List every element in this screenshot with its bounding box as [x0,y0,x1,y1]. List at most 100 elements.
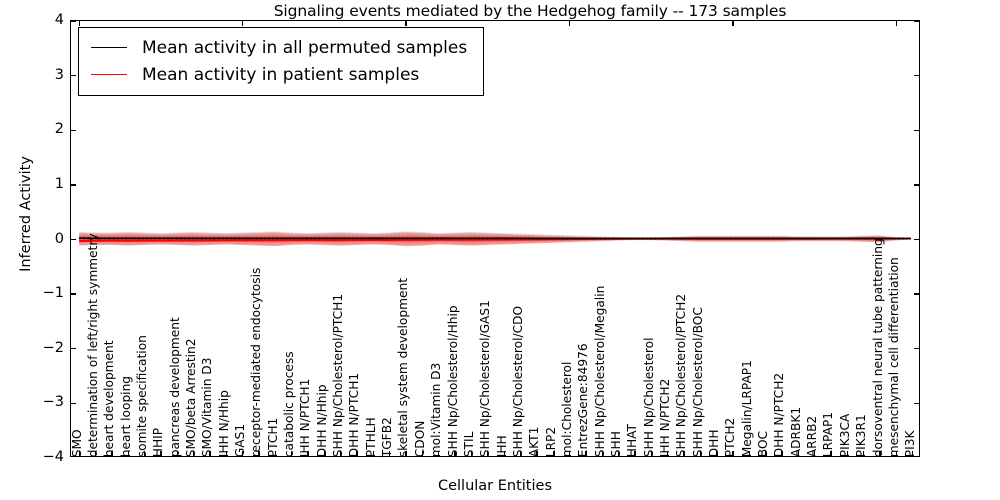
x-tick-mark [78,451,80,456]
y-tick-mark [71,402,76,405]
x-tick-mark [340,451,342,456]
x-tick-label: TGFB2 [379,416,394,457]
x-tick-mark [225,451,227,456]
x-tick-mark [814,451,816,456]
x-tick-mark [454,451,456,456]
x-tick-mark [372,451,375,456]
x-tick-label: DHH N/PTCH1 [347,372,362,457]
y-tick-label: 1 [54,175,64,192]
x-tick-label: PI3K [903,430,918,457]
x-tick-label: IHH N/PTCH2 [657,378,672,457]
x-tick-mark-top [241,21,244,26]
x-tick-mark [291,451,293,456]
x-tick-mark [617,451,620,456]
x-tick-label: SHH Np/Cholesterol/CDO [510,305,525,457]
x-tick-mark [552,451,554,456]
y-tick-mark [71,129,76,131]
x-tick-label: SHH Np/Cholesterol [641,337,656,457]
legend-line-swatch [91,74,127,75]
x-tick-mark [797,451,800,456]
y-tick-mark [71,348,76,350]
y-tick-mark [914,74,919,77]
y-tick-mark [914,21,919,22]
x-tick-mark [356,451,358,456]
x-tick-mark [209,451,211,456]
x-tick-mark [650,451,652,456]
y-tick-mark [914,129,919,131]
x-tick-label: STIL [461,431,476,457]
x-tick-label: PTCH1 [265,417,280,457]
x-axis-label: Cellular Entities [437,478,553,494]
y-tick-mark [71,184,76,186]
x-tick-label: EntrezGene:84976 [576,343,591,457]
x-tick-label: DHH N/PTCH2 [772,372,787,457]
x-tick-mark [127,451,129,456]
x-tick-label: SHH [608,430,623,457]
x-tick-label: SHH Np/Cholesterol/GAS1 [478,299,493,457]
x-tick-mark-top [732,21,734,26]
x-tick-label: LRP2 [543,426,558,457]
x-tick-label: LRPAP1 [821,411,836,457]
x-tick-label: SHH Np/Cholesterol/Hhip [445,305,460,457]
x-tick-label: catabolic process [281,351,296,457]
x-tick-mark [94,451,97,456]
x-tick-mark [568,451,571,456]
x-tick-mark [470,451,473,456]
x-tick-mark [765,451,767,456]
y-tick-mark [914,293,919,295]
x-tick-mark [748,451,750,456]
y-tick-label: −3 [42,394,64,411]
legend-item: Mean activity in all permuted samples [91,34,467,61]
x-tick-label: PTHLH [363,417,378,457]
x-tick-mark [323,451,325,456]
x-tick-label: ADRBK1 [788,406,803,457]
x-tick-label: Megalin/LRPAP1 [739,359,754,457]
x-tick-mark-top [78,21,80,26]
x-tick-label: mesenchymal cell differentiation [886,257,901,457]
x-tick-label: HHIP [151,427,166,457]
x-tick-label: somite specification [134,334,149,457]
x-tick-mark [405,451,407,456]
x-tick-label: mol:Vitamin D3 [428,362,443,457]
x-tick-label: SHH Np/Cholesterol/Megalin [592,285,607,457]
x-tick-mark [699,451,701,456]
x-tick-mark [781,451,783,456]
x-tick-label: mol:Cholesterol [559,361,574,457]
x-tick-mark [258,451,260,456]
x-tick-label: CDON [412,420,427,457]
y-tick-mark [71,74,76,77]
x-tick-mark [732,451,734,456]
x-tick-label: SMO/Vitamin D3 [200,357,215,457]
x-tick-mark [601,451,603,456]
legend-line-swatch [91,47,127,48]
y-tick-mark [71,238,76,241]
x-tick-mark [143,451,146,456]
x-tick-label: receptor-mediated endocytosis [249,267,264,457]
x-tick-mark [683,451,685,456]
x-tick-label: AKT1 [527,426,542,457]
x-tick-label: heart development [102,340,117,457]
y-tick-label: −1 [42,285,64,302]
x-tick-label: SHH Np/Cholesterol/BOC [690,306,705,457]
legend-label: Mean activity in all permuted samples [142,37,468,58]
x-tick-mark [389,451,391,456]
x-tick-label: GAS1 [232,423,247,457]
y-tick-mark [71,21,76,22]
x-tick-mark [487,451,489,456]
x-tick-mark [176,451,178,456]
x-tick-label: PIK3R1 [853,414,868,457]
x-tick-mark [503,451,505,456]
x-tick-label: IHH [494,435,509,457]
x-tick-label: PIK3CA [837,413,852,457]
x-tick-mark [585,451,587,456]
x-tick-mark [438,451,440,456]
x-tick-mark-top [405,21,407,26]
x-tick-mark [879,451,881,456]
y-tick-mark [914,184,919,186]
x-tick-mark [160,451,162,456]
x-tick-label: BOC [755,430,770,457]
x-tick-label: determination of left/right symmetry [85,233,100,457]
y-tick-label: 0 [54,230,64,247]
